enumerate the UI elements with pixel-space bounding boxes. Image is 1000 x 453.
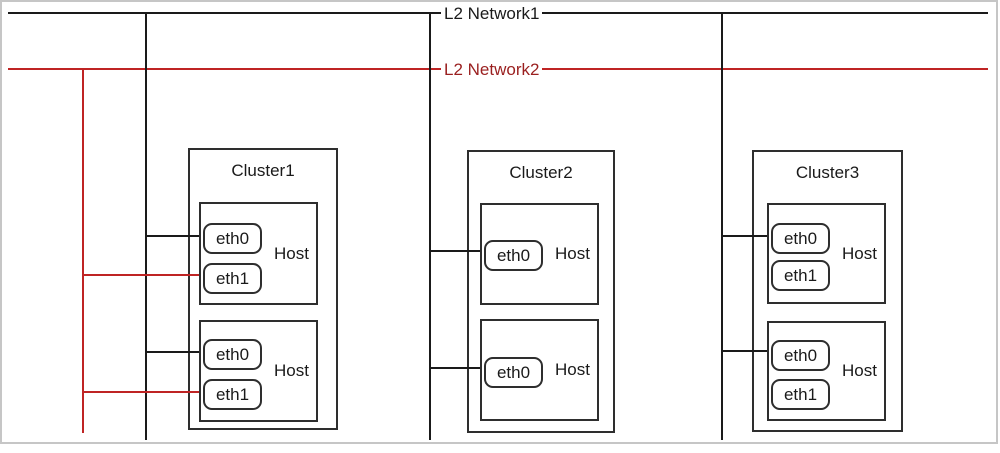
cluster2-host1-eth0-box: eth0 bbox=[484, 240, 543, 271]
cluster2-box: Cluster2 Host eth0 Host eth0 bbox=[467, 150, 615, 433]
cluster2-host2-box: Host eth0 bbox=[480, 319, 599, 421]
cluster1-host1-eth1-box: eth1 bbox=[203, 263, 262, 294]
eth-label: eth0 bbox=[496, 245, 531, 265]
cluster3-title: Cluster3 bbox=[795, 163, 860, 182]
cluster3-host2-box: Host eth0 eth1 bbox=[767, 321, 886, 421]
eth-label: eth0 bbox=[215, 228, 250, 248]
cluster1-host1-box: Host eth0 eth1 bbox=[199, 202, 318, 305]
eth-label: eth0 bbox=[783, 345, 818, 365]
cluster1-host1-label: Host bbox=[274, 243, 309, 263]
l2-network1-label: L2 Network1 bbox=[441, 4, 543, 23]
link-cluster3-host1-eth0 bbox=[722, 235, 767, 237]
eth-label: eth1 bbox=[215, 384, 250, 404]
diagram-frame bbox=[0, 0, 998, 444]
eth-label: eth1 bbox=[783, 265, 818, 285]
eth-label: eth0 bbox=[496, 362, 531, 382]
link-cluster1-host2-eth1 bbox=[83, 391, 199, 393]
cluster2-host1-label: Host bbox=[555, 244, 590, 263]
eth-label: eth1 bbox=[783, 384, 818, 404]
cluster2-host2-eth0-box: eth0 bbox=[484, 357, 543, 388]
link-cluster3-host2-eth0 bbox=[722, 350, 767, 352]
cluster3-box: Cluster3 Host eth0 eth1 Host eth0 eth1 bbox=[752, 150, 903, 432]
eth-label: eth0 bbox=[783, 228, 818, 248]
l2-network1-trunk-cluster3 bbox=[721, 12, 723, 440]
l2-network2-trunk-cluster1 bbox=[82, 68, 84, 433]
l2-network2-label: L2 Network2 bbox=[441, 60, 543, 79]
cluster1-host2-box: Host eth0 eth1 bbox=[199, 320, 318, 422]
cluster1-title: Cluster1 bbox=[231, 161, 295, 180]
cluster2-title: Cluster2 bbox=[509, 163, 573, 182]
l2-network1-trunk-cluster2 bbox=[429, 12, 431, 440]
cluster1-box: Cluster1 Host eth0 eth1 Host eth0 eth1 bbox=[188, 148, 338, 430]
cluster3-host2-eth1-box: eth1 bbox=[771, 379, 830, 410]
cluster3-host1-label: Host bbox=[842, 243, 877, 263]
cluster2-host2-label: Host bbox=[555, 360, 590, 379]
cluster3-host2-eth0-box: eth0 bbox=[771, 340, 830, 371]
cluster1-host2-label: Host bbox=[274, 361, 309, 380]
cluster1-host2-eth1-box: eth1 bbox=[203, 379, 262, 410]
link-cluster1-host2-eth0 bbox=[146, 351, 199, 353]
link-cluster1-host1-eth1 bbox=[83, 274, 199, 276]
cluster3-host1-eth1-box: eth1 bbox=[771, 260, 830, 291]
cluster2-host1-box: Host eth0 bbox=[480, 203, 599, 305]
eth-label: eth0 bbox=[215, 344, 250, 364]
cluster3-host2-label: Host bbox=[842, 361, 877, 380]
cluster1-host1-eth0-box: eth0 bbox=[203, 223, 262, 254]
cluster1-host2-eth0-box: eth0 bbox=[203, 339, 262, 370]
eth-label: eth1 bbox=[215, 268, 250, 288]
link-cluster1-host1-eth0 bbox=[146, 235, 199, 237]
link-cluster2-host1-eth0 bbox=[430, 250, 480, 252]
link-cluster2-host2-eth0 bbox=[430, 367, 480, 369]
cluster3-host1-eth0-box: eth0 bbox=[771, 223, 830, 254]
cluster3-host1-box: Host eth0 eth1 bbox=[767, 203, 886, 304]
l2-network1-trunk-cluster1 bbox=[145, 12, 147, 440]
